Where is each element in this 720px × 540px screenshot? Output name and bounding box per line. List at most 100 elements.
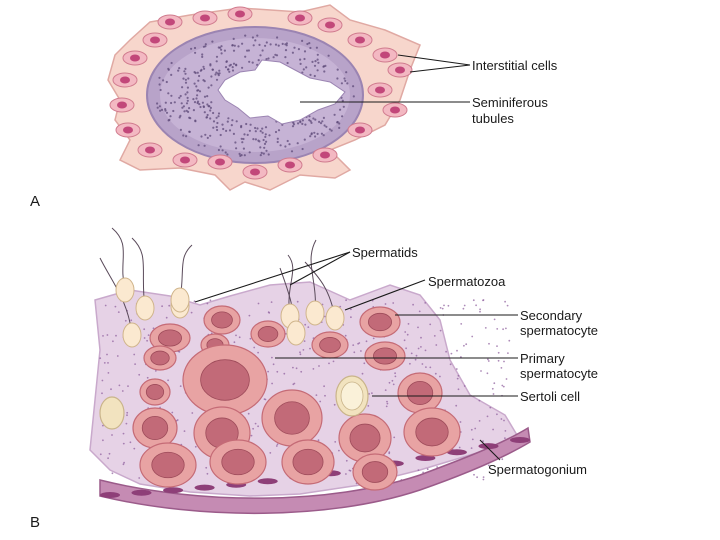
granule — [501, 384, 504, 387]
tubule-cell-dot — [299, 120, 302, 123]
tubule-cell-dot — [249, 123, 252, 126]
granule — [283, 372, 286, 375]
tubule-cell-dot — [254, 130, 257, 133]
tubule-cell-dot — [178, 67, 181, 70]
tubule-cell-dot — [259, 130, 262, 133]
granule — [475, 304, 477, 307]
granule — [368, 393, 370, 395]
granule — [339, 305, 342, 308]
label-interstitial-cells: Interstitial cells — [472, 58, 558, 73]
tubule-cell-dot — [248, 151, 251, 154]
tubule-cell-dot — [286, 139, 289, 143]
tubule-cell-dot — [265, 41, 268, 44]
granule — [233, 341, 236, 344]
granule — [205, 466, 208, 469]
germ-cell-nucleus — [406, 380, 434, 405]
tubule-cell-dot — [194, 119, 197, 122]
granule — [435, 344, 438, 346]
tubule-cell-dot — [308, 115, 311, 118]
tubule-cell-dot — [352, 95, 355, 98]
tubule-cell-dot — [257, 59, 260, 62]
tubule-cell-dot — [232, 37, 235, 41]
granule — [493, 382, 496, 385]
tubule-cell-dot — [201, 55, 204, 59]
interstitial-nucleus — [285, 161, 295, 169]
tubule-cell-dot — [346, 82, 349, 85]
tubule-cell-dot — [310, 121, 313, 124]
tubule-cell-dot — [338, 122, 341, 125]
germ-cell-nucleus — [145, 384, 165, 400]
tubule-cell-dot — [232, 62, 236, 65]
tubule-cell-dot — [264, 126, 268, 129]
granule — [392, 383, 395, 386]
germ-cell-nucleus — [361, 461, 389, 483]
granule — [126, 414, 128, 417]
tubule-cell-dot — [264, 44, 267, 47]
tubule-cell-dot — [247, 49, 250, 52]
granule — [179, 385, 182, 387]
granule — [102, 335, 104, 337]
tubule-cell-dot — [252, 44, 255, 47]
granule — [487, 464, 490, 467]
granule — [429, 366, 432, 369]
tubule-cell-dot — [322, 134, 325, 137]
granule — [348, 469, 351, 472]
tubule-cell-dot — [235, 120, 238, 123]
granule — [267, 370, 269, 373]
granule — [392, 302, 395, 304]
label-spermatozoa: Spermatozoa — [428, 274, 506, 289]
granule — [507, 352, 509, 354]
granule — [482, 478, 485, 481]
granule — [317, 439, 320, 442]
granule — [307, 326, 310, 328]
granule — [138, 477, 141, 479]
germ-cell-nucleus — [141, 415, 169, 440]
granule — [386, 402, 389, 405]
granule — [209, 299, 212, 302]
tubule-cell-dot — [186, 86, 189, 89]
tubule-cell-dot — [316, 69, 319, 72]
tubule-cell-dot — [291, 51, 294, 54]
tubule-cell-dot — [254, 126, 257, 130]
granule — [110, 388, 112, 391]
tubule-cell-dot — [284, 56, 287, 59]
tubule-cell-dot — [228, 129, 232, 132]
germ-cell-nucleus — [349, 423, 381, 453]
tubule-cell-dot — [209, 63, 212, 66]
spermatids-and-spermatozoa — [99, 227, 345, 348]
panel-b: Spermatids Spermatozoa Secondary spermat… — [30, 227, 598, 531]
granule — [118, 384, 121, 387]
granule — [471, 438, 474, 441]
tubule-cell-dot — [192, 109, 195, 112]
tubule-cell-dot — [292, 121, 295, 124]
granule — [493, 318, 496, 321]
granule — [328, 362, 330, 365]
granule — [479, 310, 481, 313]
tubule-cell-dot — [210, 75, 213, 78]
leader-spermatogonium — [479, 439, 501, 461]
tubule-cell-dot — [316, 53, 319, 56]
tubule-cell-dot — [184, 72, 187, 75]
granule — [292, 366, 294, 369]
tubule-cell-dot — [188, 107, 191, 110]
sperm-head — [305, 300, 325, 326]
granule — [417, 469, 420, 471]
tubule-cell-dot — [210, 101, 213, 104]
tubule-cell-dot — [259, 154, 262, 157]
leader-spermatids — [194, 251, 351, 303]
granule — [462, 307, 465, 310]
tubule-cell-dot — [206, 103, 209, 106]
granule — [154, 370, 157, 372]
tubule-cell-dot — [167, 119, 170, 122]
tubule-cell-dot — [215, 60, 218, 63]
granule — [439, 329, 442, 332]
interstitial-nucleus — [120, 76, 130, 84]
tubule-cell-dot — [339, 108, 342, 111]
tubule-cell-dot — [261, 127, 264, 130]
tubule-cell-dot — [173, 101, 176, 104]
granule — [126, 411, 129, 414]
granule — [147, 334, 150, 336]
tubule-cell-dot — [299, 62, 302, 65]
granule — [491, 387, 494, 390]
